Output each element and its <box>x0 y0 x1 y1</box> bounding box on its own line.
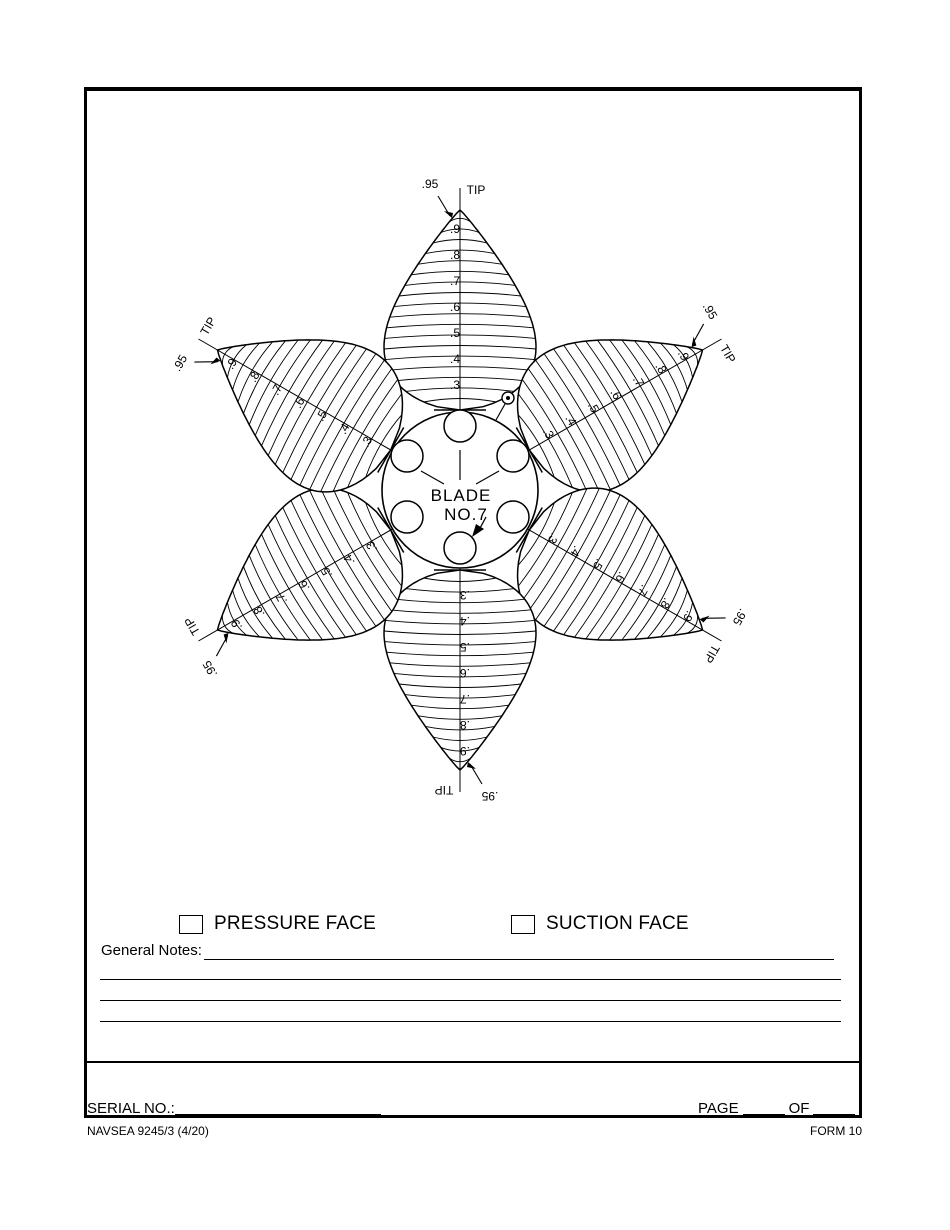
hub-bolt-hole <box>443 409 477 443</box>
page-of-field[interactable]: PAGE OF <box>698 1100 859 1117</box>
tip-arrow-icon <box>444 211 453 218</box>
page-total-blank[interactable] <box>813 1100 856 1115</box>
station-label: .8 <box>450 248 460 262</box>
of-label: OF <box>788 1100 810 1117</box>
suction-face-label: SUCTION FACE <box>546 913 689 934</box>
tip-radius-label: .95 <box>170 352 191 374</box>
station-label: .6 <box>460 666 470 680</box>
footer-divider <box>86 1061 862 1063</box>
tip-label: TIP <box>435 783 454 797</box>
general-notes-line[interactable] <box>204 959 834 960</box>
serial-number-label: SERIAL NO.: <box>87 1100 175 1117</box>
tip-radius-label: .95 <box>730 606 751 628</box>
hub-bolt-hole <box>443 531 477 565</box>
page-number-blank[interactable] <box>742 1100 785 1115</box>
tip-label: TIP <box>717 342 738 365</box>
tip-radius-label: .95 <box>200 658 221 680</box>
propeller-hub: BLADE NO.7 <box>381 391 539 569</box>
pressure-face-label: PRESSURE FACE <box>214 913 377 934</box>
tip-arrow-icon <box>691 336 697 348</box>
station-label: .5 <box>460 640 470 654</box>
hub-label-line2: NO.7 <box>444 505 488 524</box>
page-label: PAGE <box>698 1100 739 1117</box>
serial-number-blank[interactable] <box>174 1100 381 1115</box>
station-label: .3 <box>450 378 460 392</box>
tip-arrow-icon <box>210 357 221 365</box>
notes-line[interactable] <box>100 979 841 980</box>
hub-bolt-hole <box>496 439 530 473</box>
tip-label: TIP <box>467 183 486 197</box>
tip-label: TIP <box>197 315 218 338</box>
station-label: .6 <box>450 300 460 314</box>
tip-label: TIP <box>181 615 202 638</box>
station-label: .4 <box>450 352 460 366</box>
notes-line[interactable] <box>100 1000 841 1001</box>
hub-bolt-hole <box>496 500 530 534</box>
form-number: FORM 10 <box>809 1124 862 1138</box>
tip-arrow-icon <box>223 632 229 644</box>
form-id: NAVSEA 9245/3 (4/20) <box>87 1124 209 1138</box>
station-label: .4 <box>460 614 470 628</box>
tip-arrow-icon <box>699 615 710 623</box>
blade-outline: .3 .4 .5 .6 .7 .8 .9 TIP .95 <box>383 177 537 470</box>
tip-radius-label: .95 <box>700 300 721 322</box>
tip-label: TIP <box>701 642 722 665</box>
tip-radius-label: .95 <box>422 177 439 191</box>
station-label: .7 <box>460 692 470 706</box>
hub-bolt-hole <box>390 500 424 534</box>
serial-number-field[interactable]: SERIAL NO.: <box>87 1100 381 1117</box>
station-label: .3 <box>460 588 470 602</box>
station-label: .9 <box>450 222 460 236</box>
general-notes-label: General Notes: <box>101 942 202 959</box>
station-label: .8 <box>460 718 470 732</box>
station-label: .5 <box>450 326 460 340</box>
suction-face-checkbox[interactable] <box>511 914 535 934</box>
pressure-face-checkbox[interactable] <box>179 914 203 934</box>
form-frame <box>84 87 862 1118</box>
tip-radius-label: .95 <box>481 789 498 803</box>
hub-label-line1: BLADE <box>431 486 492 505</box>
tip-arrow-icon <box>467 762 476 769</box>
station-label: .9 <box>460 744 470 758</box>
suction-face-option[interactable]: SUCTION FACE <box>511 911 689 937</box>
notes-line[interactable] <box>100 1021 841 1022</box>
hub-bolt-hole <box>390 439 424 473</box>
station-label: .7 <box>450 274 460 288</box>
pointer-arrow-icon <box>472 524 484 537</box>
pressure-face-option[interactable]: PRESSURE FACE <box>179 911 376 937</box>
